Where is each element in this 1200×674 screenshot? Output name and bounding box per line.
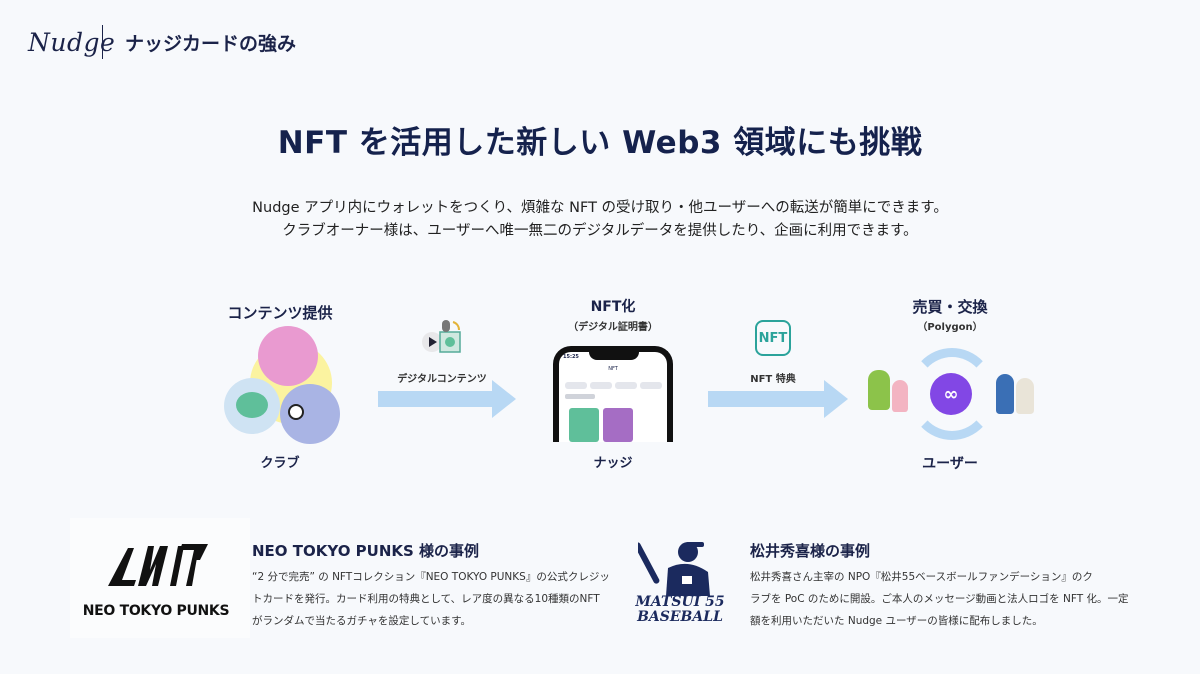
case-ntp-title: NEO TOKYO PUNKS 様の事例 <box>252 542 480 560</box>
exchange-cycle-arrows <box>908 348 996 440</box>
nft-flow-diagram: コンテンツ提供 クラブ デジタルコンテンツ NFT化 （デジタル証明書） 15:… <box>0 290 1200 480</box>
lead-line-1: Nudge アプリ内にウォレットをつくり、煩雑な NFT の受け取り・他ユーザー… <box>252 200 948 216</box>
user-illustration-left-2 <box>892 380 908 412</box>
page-title: NFT を活用した新しい Web3 領域にも挑戦 <box>277 125 923 161</box>
user-illustration-right-1 <box>996 374 1014 414</box>
polygon-icon: ∞ <box>930 373 972 415</box>
neo-tokyo-punks-wordmark: NEO TOKYO PUNKS <box>82 603 230 619</box>
user-illustration-right-2 <box>1016 378 1034 414</box>
soccer-illustration <box>280 384 340 444</box>
digital-content-icon <box>422 320 461 353</box>
step3-heading: 売買・交換 <box>912 298 988 316</box>
matsui-wordmark-line-1: MATSUI 55 <box>635 594 725 610</box>
step2-heading: NFT化 <box>590 299 636 315</box>
user-illustration-left-1 <box>868 370 890 410</box>
arrow2-label: NFT 特典 <box>750 374 796 385</box>
step1-heading: コンテンツ提供 <box>227 304 333 322</box>
singer-illustration <box>258 326 318 386</box>
case-matsui-title: 松井秀喜様の事例 <box>750 542 871 560</box>
case-matsui-body-line: 額を利用いただいた Nudge ユーザーの皆様に配布しました。 <box>750 615 1043 627</box>
arrow1-label: デジタルコンテンツ <box>397 374 487 385</box>
step2-subheading: （デジタル証明書） <box>568 322 658 333</box>
nudge-logo: Nudge <box>28 27 116 57</box>
case-ntp-body-line: がランダムで当たるガチャを設定しています。 <box>252 615 472 627</box>
flow-arrow-2 <box>708 380 848 418</box>
nft-hexagon-icon: NFT <box>755 320 791 356</box>
nft-card-mascot <box>569 408 599 442</box>
matsui-wordmark-line-2: BASEBALL <box>637 609 723 625</box>
page-tag: ナッジカードの強み <box>125 32 297 55</box>
case-ntp-body-line: トカードを発行。カード利用の特典として、レア度の異なる10種類のNFT <box>252 593 600 605</box>
step2-caption: ナッジ <box>593 456 633 471</box>
matsui-55-baseball-logo-mark <box>638 542 710 596</box>
case-matsui-body-line: ラブを PoC のために開設。ご本人のメッセージ動画と法人ロゴを NFT 化。一… <box>750 593 1129 605</box>
step3-caption: ユーザー <box>922 456 978 472</box>
case-ntp-body: “2 分で完売” の NFTコレクション『NEO TOKYO PUNKS』の公式… <box>252 566 610 632</box>
phone-mockup: 15:25 NFT <box>553 346 673 442</box>
flow-arrow-1 <box>378 380 516 418</box>
mascot-illustration <box>224 378 280 434</box>
phone-notch <box>589 352 639 360</box>
nft-card-collection <box>603 408 633 442</box>
case-matsui-body-line: 松井秀喜さん主宰の NPO『松井55ベースボールファンデーション』のク <box>750 571 1093 583</box>
lead-line-2: クラブオーナー様は、ユーザーへ唯一無二のデジタルデータを提供したり、企画に利用で… <box>282 223 918 239</box>
phone-time: 15:25 <box>563 354 579 360</box>
step3-subheading: （Polygon） <box>917 322 983 333</box>
neo-tokyo-punks-logo-mark <box>108 544 208 586</box>
case-ntp-body-line: “2 分で完売” の NFTコレクション『NEO TOKYO PUNKS』の公式… <box>252 571 610 583</box>
header: Nudge ナッジカードの強み <box>28 22 296 62</box>
case-matsui-body: 松井秀喜さん主宰の NPO『松井55ベースボールファンデーション』のク ラブを … <box>750 566 1128 632</box>
lead-text: Nudge アプリ内にウォレットをつくり、煩雑な NFT の受け取り・他ユーザー… <box>0 197 1200 243</box>
step1-caption: クラブ <box>260 456 300 471</box>
phone-filter-chips <box>565 382 662 389</box>
header-divider <box>102 25 103 59</box>
matsui-55-baseball-wordmark: MATSUI 55 BASEBALL <box>632 595 728 625</box>
phone-screen-title: NFT <box>608 366 618 372</box>
